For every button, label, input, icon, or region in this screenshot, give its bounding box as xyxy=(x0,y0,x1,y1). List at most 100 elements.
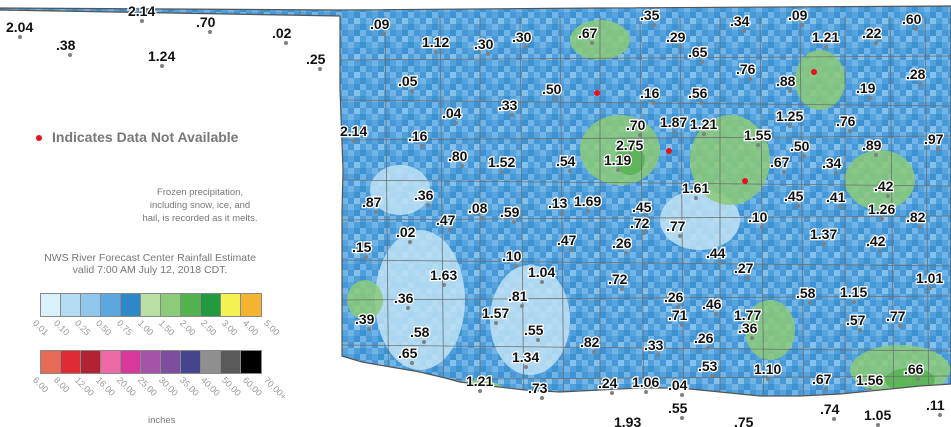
station-value: .80 xyxy=(448,148,468,164)
station-value: .56 xyxy=(688,85,708,101)
station-value: .39 xyxy=(355,311,375,327)
station-value: .55 xyxy=(668,400,688,416)
station-dot xyxy=(694,196,698,200)
station-value: .09 xyxy=(788,7,808,23)
station-dot xyxy=(352,139,356,143)
station-dot xyxy=(700,60,704,64)
scale-tick-label: 5.00 xyxy=(261,318,282,338)
station-dot xyxy=(756,143,760,147)
station: .09 xyxy=(787,6,809,27)
station-dot xyxy=(876,423,880,427)
station-value: 1.63 xyxy=(430,267,457,283)
station: 1.12 xyxy=(421,33,451,54)
station: .60 xyxy=(901,10,923,31)
station-dot xyxy=(486,52,490,56)
station-dot xyxy=(208,30,212,34)
station: 1.04 xyxy=(527,263,557,284)
station-value: 1.26 xyxy=(868,201,895,217)
station: .72 xyxy=(629,214,651,235)
station-dot xyxy=(68,53,72,57)
scale-tick-label: 3.00 xyxy=(219,318,240,338)
station-value: .35 xyxy=(640,7,660,23)
station-value: .10 xyxy=(502,248,522,264)
station-value: .09 xyxy=(370,16,390,32)
station-value: .75 xyxy=(734,414,754,427)
station-value: .66 xyxy=(904,361,924,377)
station-value: .53 xyxy=(698,358,718,374)
station-dot xyxy=(916,377,920,381)
station-dot xyxy=(616,168,620,172)
station: .36 xyxy=(737,319,759,340)
station-dot xyxy=(656,353,660,357)
station-dot xyxy=(928,286,932,290)
station: .56 xyxy=(687,84,709,105)
station-value: 1.21 xyxy=(690,116,717,132)
station-dot xyxy=(592,350,596,354)
station: .26 xyxy=(611,234,633,255)
station-value: .73 xyxy=(528,380,548,396)
station-value: .34 xyxy=(730,13,750,29)
scale-swatch xyxy=(201,351,221,373)
scale-swatch xyxy=(241,294,261,316)
scale-tick-label: 8.00 xyxy=(51,375,72,395)
station-dot xyxy=(494,321,498,325)
scale-tick-label: 2.50 xyxy=(198,318,219,338)
scale-swatch xyxy=(121,294,141,316)
source-note-line: valid 7:00 AM July 12, 2018 CDT. xyxy=(72,264,228,276)
station-value: 2.04 xyxy=(6,19,33,35)
station-value: 1.15 xyxy=(840,284,867,300)
station-value: 1.06 xyxy=(632,374,659,390)
station-dot xyxy=(510,113,514,117)
station: .75 xyxy=(733,413,755,427)
station-dot xyxy=(714,312,718,316)
station-value: .70 xyxy=(626,117,646,133)
station: .67 xyxy=(577,24,599,45)
scale-tick-label: 40.00 xyxy=(198,375,222,399)
scale-swatch xyxy=(61,351,81,373)
scale-swatch xyxy=(181,294,201,316)
station: .29 xyxy=(665,28,687,49)
station: 1.26 xyxy=(867,200,897,221)
station-dot xyxy=(652,101,656,105)
station-value: .89 xyxy=(862,137,882,153)
station-value: .45 xyxy=(784,188,804,204)
scale-swatch xyxy=(81,351,101,373)
station: .77 xyxy=(885,307,907,328)
station-value: .02 xyxy=(396,224,416,240)
station-value: .34 xyxy=(822,155,842,171)
station-value: 1.05 xyxy=(864,407,891,423)
station-value: .16 xyxy=(408,128,428,144)
station: 1.05 xyxy=(863,406,893,427)
station-dot xyxy=(420,144,424,148)
station-dot xyxy=(678,45,682,49)
station-dot xyxy=(832,417,836,421)
station: .66 xyxy=(903,360,925,381)
station-dot xyxy=(880,217,884,221)
station-value: .26 xyxy=(664,289,684,305)
station-value: .44 xyxy=(706,245,726,261)
station-dot xyxy=(408,240,412,244)
station-value: .29 xyxy=(666,29,686,45)
station: .54 xyxy=(555,152,577,173)
station: 1.21 xyxy=(811,28,841,49)
scale-tick-label: 60.00 xyxy=(240,375,264,399)
station: .82 xyxy=(579,333,601,354)
station: .44 xyxy=(705,244,727,265)
station: .58 xyxy=(795,284,817,305)
station: .04 xyxy=(667,376,689,397)
station-value: .50 xyxy=(542,81,562,97)
station-dot xyxy=(858,328,862,332)
station-value: .42 xyxy=(866,233,886,249)
station-dot xyxy=(367,327,371,331)
station: 1.63 xyxy=(429,266,459,287)
station: .42 xyxy=(873,177,895,198)
station-dot xyxy=(620,287,624,291)
station: 1.19 xyxy=(603,151,633,172)
station-dot xyxy=(569,248,573,252)
station: 1.52 xyxy=(487,153,517,174)
station-value: 1.25 xyxy=(776,108,803,124)
station-value: .67 xyxy=(578,25,598,41)
station-value: 1.21 xyxy=(466,373,493,389)
station-dot xyxy=(718,261,722,265)
station: .72 xyxy=(607,270,629,291)
